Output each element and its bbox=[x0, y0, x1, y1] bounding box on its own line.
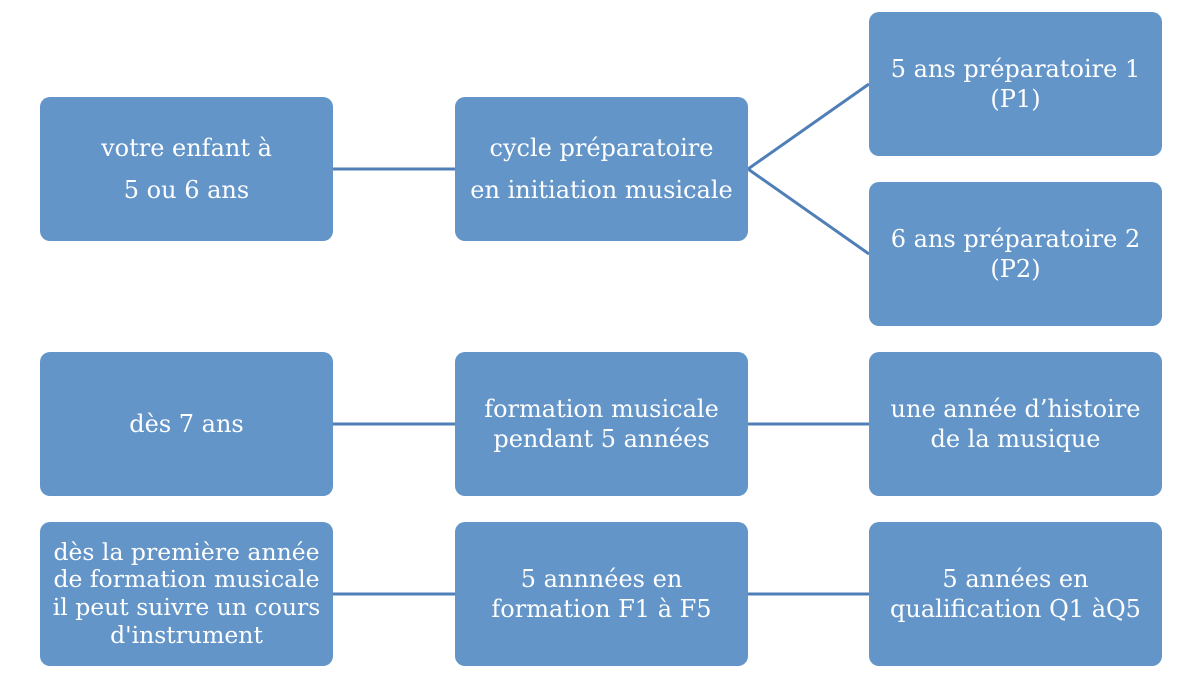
box-line: (P1) bbox=[990, 85, 1041, 113]
box-line: formation F1 à F5 bbox=[491, 595, 712, 623]
box-line: 6 ans préparatoire 2 bbox=[890, 225, 1141, 253]
box-line: cycle préparatoire bbox=[489, 134, 714, 162]
box-line: dès 7 ans bbox=[129, 410, 244, 438]
box-cycle-preparatoire: cycle préparatoire en initiation musical… bbox=[455, 97, 748, 241]
box-line: il peut suivre un cours bbox=[52, 593, 321, 621]
box-line: 5 ans préparatoire 1 bbox=[890, 55, 1141, 83]
box-histoire-musique: une année d’histoire de la musique bbox=[869, 352, 1162, 496]
box-line: qualification Q1 àQ5 bbox=[890, 595, 1141, 623]
box-line: (P2) bbox=[990, 255, 1041, 283]
connector-cycle-to-p2 bbox=[747, 167, 870, 256]
box-line: de formation musicale bbox=[53, 565, 320, 594]
box-cours-instrument: dès la première année de formation music… bbox=[40, 522, 333, 666]
box-line: votre enfant à bbox=[101, 134, 272, 162]
box-des-7-ans: dès 7 ans bbox=[40, 352, 333, 496]
box-line: 5 annnées en bbox=[520, 565, 683, 593]
box-line: 5 ou 6 ans bbox=[123, 176, 250, 204]
connector-cycle-to-p1 bbox=[747, 82, 870, 171]
box-preparatoire-1: 5 ans préparatoire 1 (P1) bbox=[869, 12, 1162, 156]
box-formation-musicale: formation musicale pendant 5 années bbox=[455, 352, 748, 496]
box-line: dès la première année bbox=[53, 537, 320, 566]
box-votre-enfant: votre enfant à 5 ou 6 ans bbox=[40, 97, 333, 241]
box-line: une année d’histoire bbox=[890, 395, 1141, 423]
box-line: 5 années en bbox=[942, 565, 1089, 593]
box-preparatoire-2: 6 ans préparatoire 2 (P2) bbox=[869, 182, 1162, 326]
box-line: en initiation musicale bbox=[470, 176, 733, 204]
box-line: formation musicale bbox=[484, 395, 719, 423]
box-qualification-q1-q5: 5 années en qualification Q1 àQ5 bbox=[869, 522, 1162, 666]
box-line: de la musique bbox=[930, 425, 1101, 453]
box-line: pendant 5 années bbox=[493, 425, 710, 453]
box-formation-f1-f5: 5 annnées en formation F1 à F5 bbox=[455, 522, 748, 666]
box-line: d'instrument bbox=[110, 620, 263, 649]
